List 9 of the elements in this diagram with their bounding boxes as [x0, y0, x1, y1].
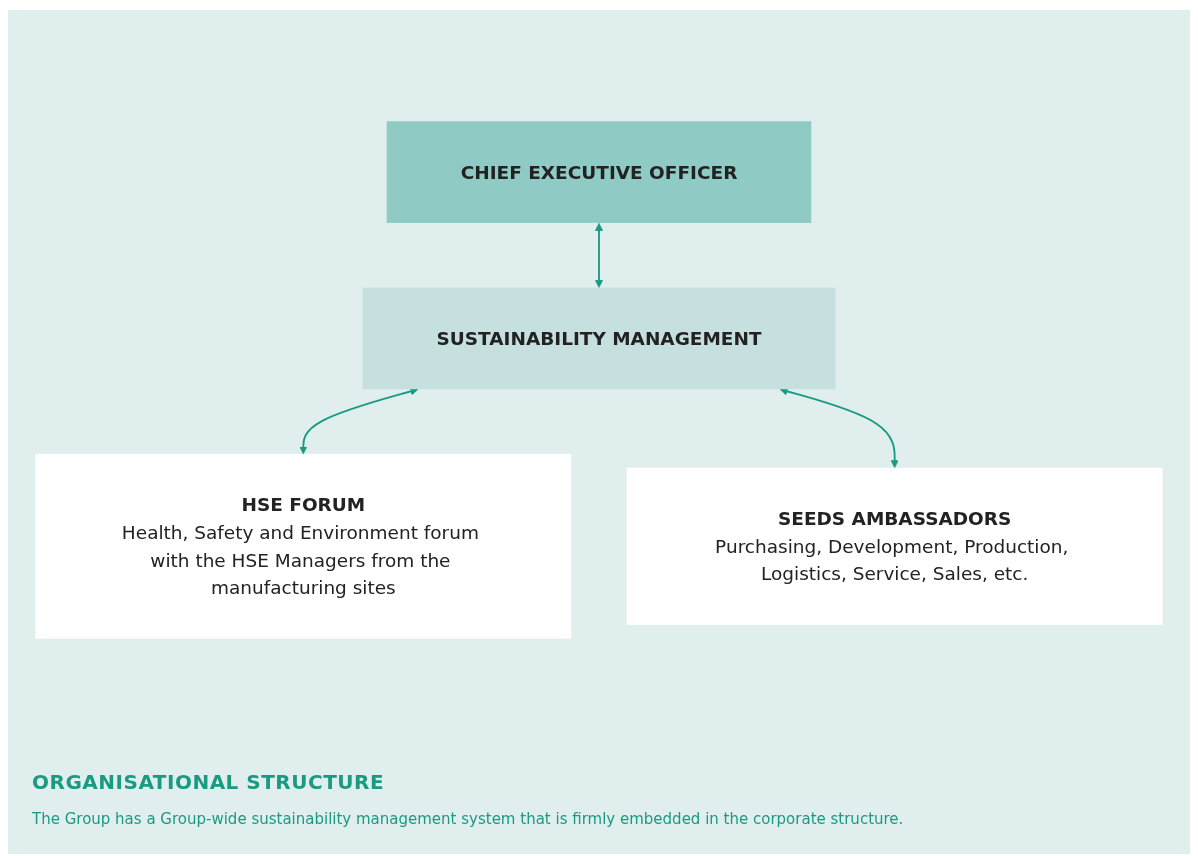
node-box: SEEDS AMBASSADORS Purchasing, Development, Production, Logistics, Service, Sales, etc. [626, 467, 1163, 625]
node-box: SUSTAINABILITY MANAGEMENT [362, 287, 836, 390]
title: ORGANISATIONAL STRUCTURE [32, 770, 385, 794]
node-box: CHIEF EXECUTIVE OFFICER [386, 121, 812, 223]
caption: The Group has a Group-wide sustainability management system that is firmly embedded in the corporate structure. [32, 810, 904, 828]
arrow [779, 387, 899, 469]
arrow [594, 222, 604, 288]
node-box: HSE FORUM Health, Safety and Environment forum with the HSE Managers from the manufacturing sites [35, 453, 572, 639]
arrow [299, 387, 419, 455]
